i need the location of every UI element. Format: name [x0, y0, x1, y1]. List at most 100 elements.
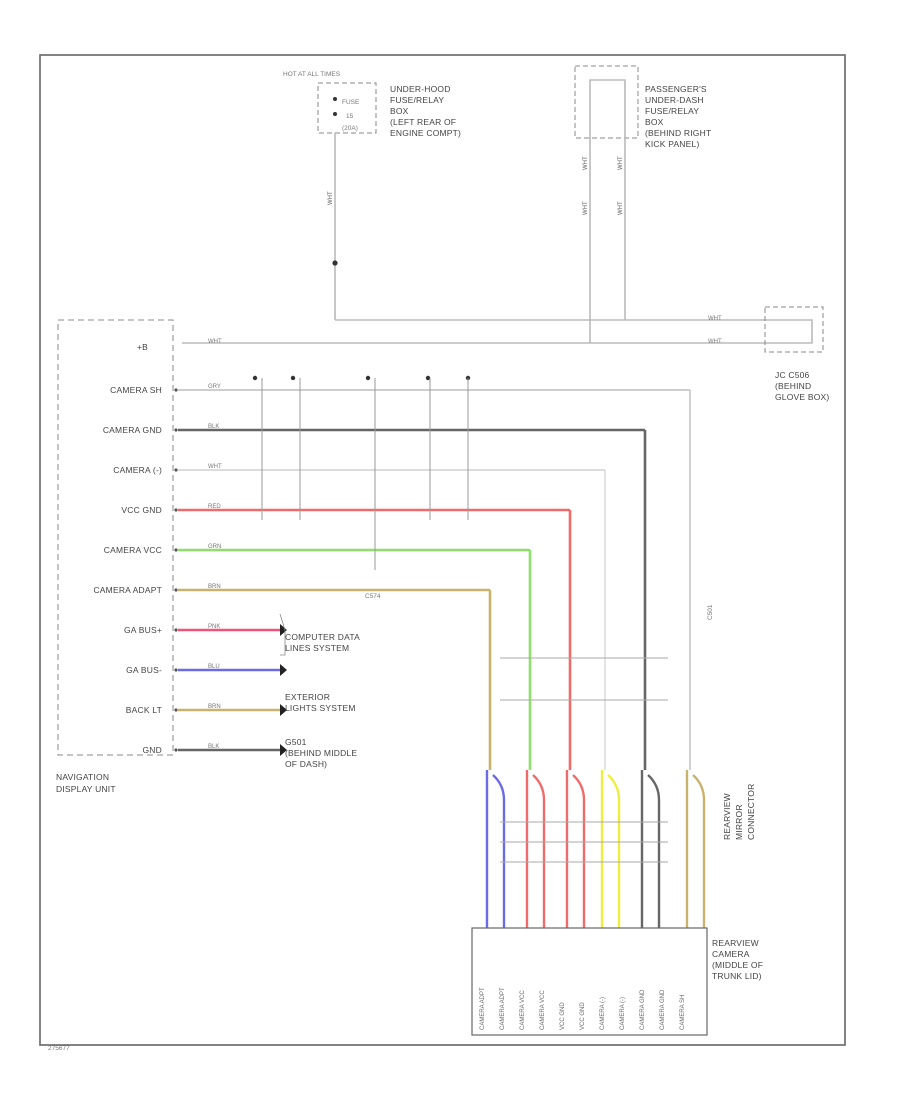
passenger-box-outline: [574, 65, 639, 139]
camera-box: [471, 927, 708, 1036]
camera-branch-wire: [485, 770, 506, 928]
camera-pin-label: CAMERA VCC: [520, 990, 526, 1030]
nav-pin-label: GA BUS-: [126, 665, 162, 675]
nav-pin-terminal: [174, 508, 178, 512]
nav-wire-label: GRN: [208, 544, 221, 550]
nav-title-2: DISPLAY UNIT: [56, 784, 116, 794]
camera-desc-1: REARVIEW: [712, 938, 759, 948]
nav-pin-terminal: [174, 628, 178, 632]
computer-data-bracket: [279, 613, 286, 656]
nav-pin-terminal: [174, 708, 178, 712]
passenger-desc-1: PASSENGER'S: [645, 84, 707, 94]
fuse-terminal-bottom: [333, 112, 337, 116]
fuse-line-2: 15: [346, 113, 354, 120]
nav-pin-terminal: [174, 548, 178, 552]
splice-dot: [252, 375, 258, 381]
camera-pin-label: CAMERA GND: [660, 989, 666, 1030]
computer-data-1: COMPUTER DATA: [285, 632, 360, 642]
ground-2: (BEHIND MIDDLE: [285, 748, 357, 758]
fuse-terminal-top: [333, 97, 337, 101]
nav-wire-label: BLU: [208, 664, 220, 670]
wire-label-ac-bottom: WHT: [708, 339, 722, 345]
camera-pin-label: VCC GND: [560, 1002, 566, 1030]
right-connector-label: C501: [707, 604, 714, 620]
nav-title-1: NAVIGATION: [56, 772, 109, 782]
fuse-box-desc-3: BOX: [390, 106, 409, 116]
ac-desc-1: JC C506: [775, 370, 810, 380]
nav-pin-terminal: [174, 468, 178, 472]
camera-desc-4: TRUNK LID): [712, 971, 762, 981]
camera-branch-wire: [565, 770, 586, 928]
nav-unit-outline: [57, 319, 174, 756]
nav-pin-label: BACK LT: [126, 705, 162, 715]
camera-branch-wire: [640, 770, 661, 928]
camera-branch-wire: [525, 770, 546, 928]
nav-pin-terminal: [174, 748, 178, 752]
passenger-desc-3: FUSE/RELAY: [645, 106, 699, 116]
passenger-desc-5: (BEHIND RIGHT: [645, 128, 711, 138]
fuse-line-3: (20A): [342, 125, 358, 132]
camera-pin-label: CAMERA ADPT: [480, 987, 486, 1030]
wire-label-passenger-left-bottom: WHT: [583, 201, 589, 215]
wire-label-passenger-right-top: WHT: [618, 156, 624, 170]
camera-branch-wire: [685, 770, 706, 928]
nav-wire-label: BRN: [208, 704, 221, 710]
nav-pin-label: VCC GND: [121, 505, 162, 515]
splice-dot: [290, 375, 296, 381]
passenger-box-loop: [589, 79, 626, 140]
nav-pin-label: CAMERA VCC: [104, 545, 162, 555]
arrow-icon: [280, 704, 287, 716]
nav-power-pin: +B: [137, 342, 148, 352]
arrow-icon: [280, 664, 287, 676]
splice-label: C574: [365, 593, 381, 600]
nav-wire-label: PNK: [208, 624, 220, 630]
nav-pin-label: CAMERA GND: [103, 425, 162, 435]
exterior-lights-2: LIGHTS SYSTEM: [285, 703, 356, 713]
arrow-icon: [280, 624, 287, 636]
nav-pin-terminal: [174, 388, 178, 392]
fuse-box-desc-4: (LEFT REAR OF: [390, 117, 456, 127]
nav-wire-label: RED: [208, 504, 221, 510]
camera-pin-label: VCC GND: [580, 1002, 586, 1030]
splice-dot: [365, 375, 371, 381]
diagram-frame: [39, 54, 846, 1046]
passenger-desc-2: UNDER-DASH: [645, 95, 704, 105]
wire-label-ac-top: WHT: [708, 316, 722, 322]
nav-wire-label: BLK: [208, 744, 219, 750]
exterior-lights-1: EXTERIOR: [285, 692, 330, 702]
camera-pin-label: CAMERA SH: [680, 995, 686, 1030]
ac-connector-outline: [764, 306, 824, 353]
ac-connector-loop: [768, 319, 813, 344]
fuse-box-desc-1: UNDER-HOOD: [390, 84, 451, 94]
passenger-desc-4: BOX: [645, 117, 664, 127]
fuse-box-title: HOT AT ALL TIMES: [283, 71, 341, 78]
passenger-desc-6: KICK PANEL): [645, 139, 699, 149]
feed-splice-dot: [332, 260, 338, 266]
nav-pin-label: CAMERA SH: [110, 385, 162, 395]
rearview-conn-desc-3: CONNECTOR: [746, 784, 756, 840]
nav-pin-label: CAMERA (-): [113, 465, 162, 475]
nav-pin-label: GA BUS+: [124, 625, 162, 635]
nav-pin-terminal: [174, 428, 178, 432]
frame-code: 275677: [48, 1045, 70, 1052]
camera-pin-label: CAMERA ADPT: [500, 987, 506, 1030]
camera-branch-wire: [600, 770, 621, 928]
nav-pin-label: CAMERA ADAPT: [93, 585, 162, 595]
splice-grid: [261, 378, 469, 570]
fuse-box-desc-5: ENGINE COMPT): [390, 128, 461, 138]
camera-pin-label: CAMERA VCC: [540, 990, 546, 1030]
ac-desc-2: (BEHIND: [775, 381, 811, 391]
camera-pin-label: CAMERA (-): [600, 997, 606, 1030]
nav-wire-label: BRN: [208, 584, 221, 590]
wire-label-power: WHT: [208, 339, 222, 345]
fuse-box-outline: [317, 82, 377, 134]
arrow-icon: [280, 744, 287, 756]
ac-desc-3: GLOVE BOX): [775, 392, 829, 402]
fuse-line-1: FUSE: [342, 99, 360, 106]
camera-pin-label: CAMERA GND: [640, 989, 646, 1030]
fuse-box-desc-2: FUSE/RELAY: [390, 95, 444, 105]
nav-wire-label: WHT: [208, 464, 222, 470]
nav-wire-label: BLK: [208, 424, 219, 430]
ground-3: OF DASH): [285, 759, 327, 769]
